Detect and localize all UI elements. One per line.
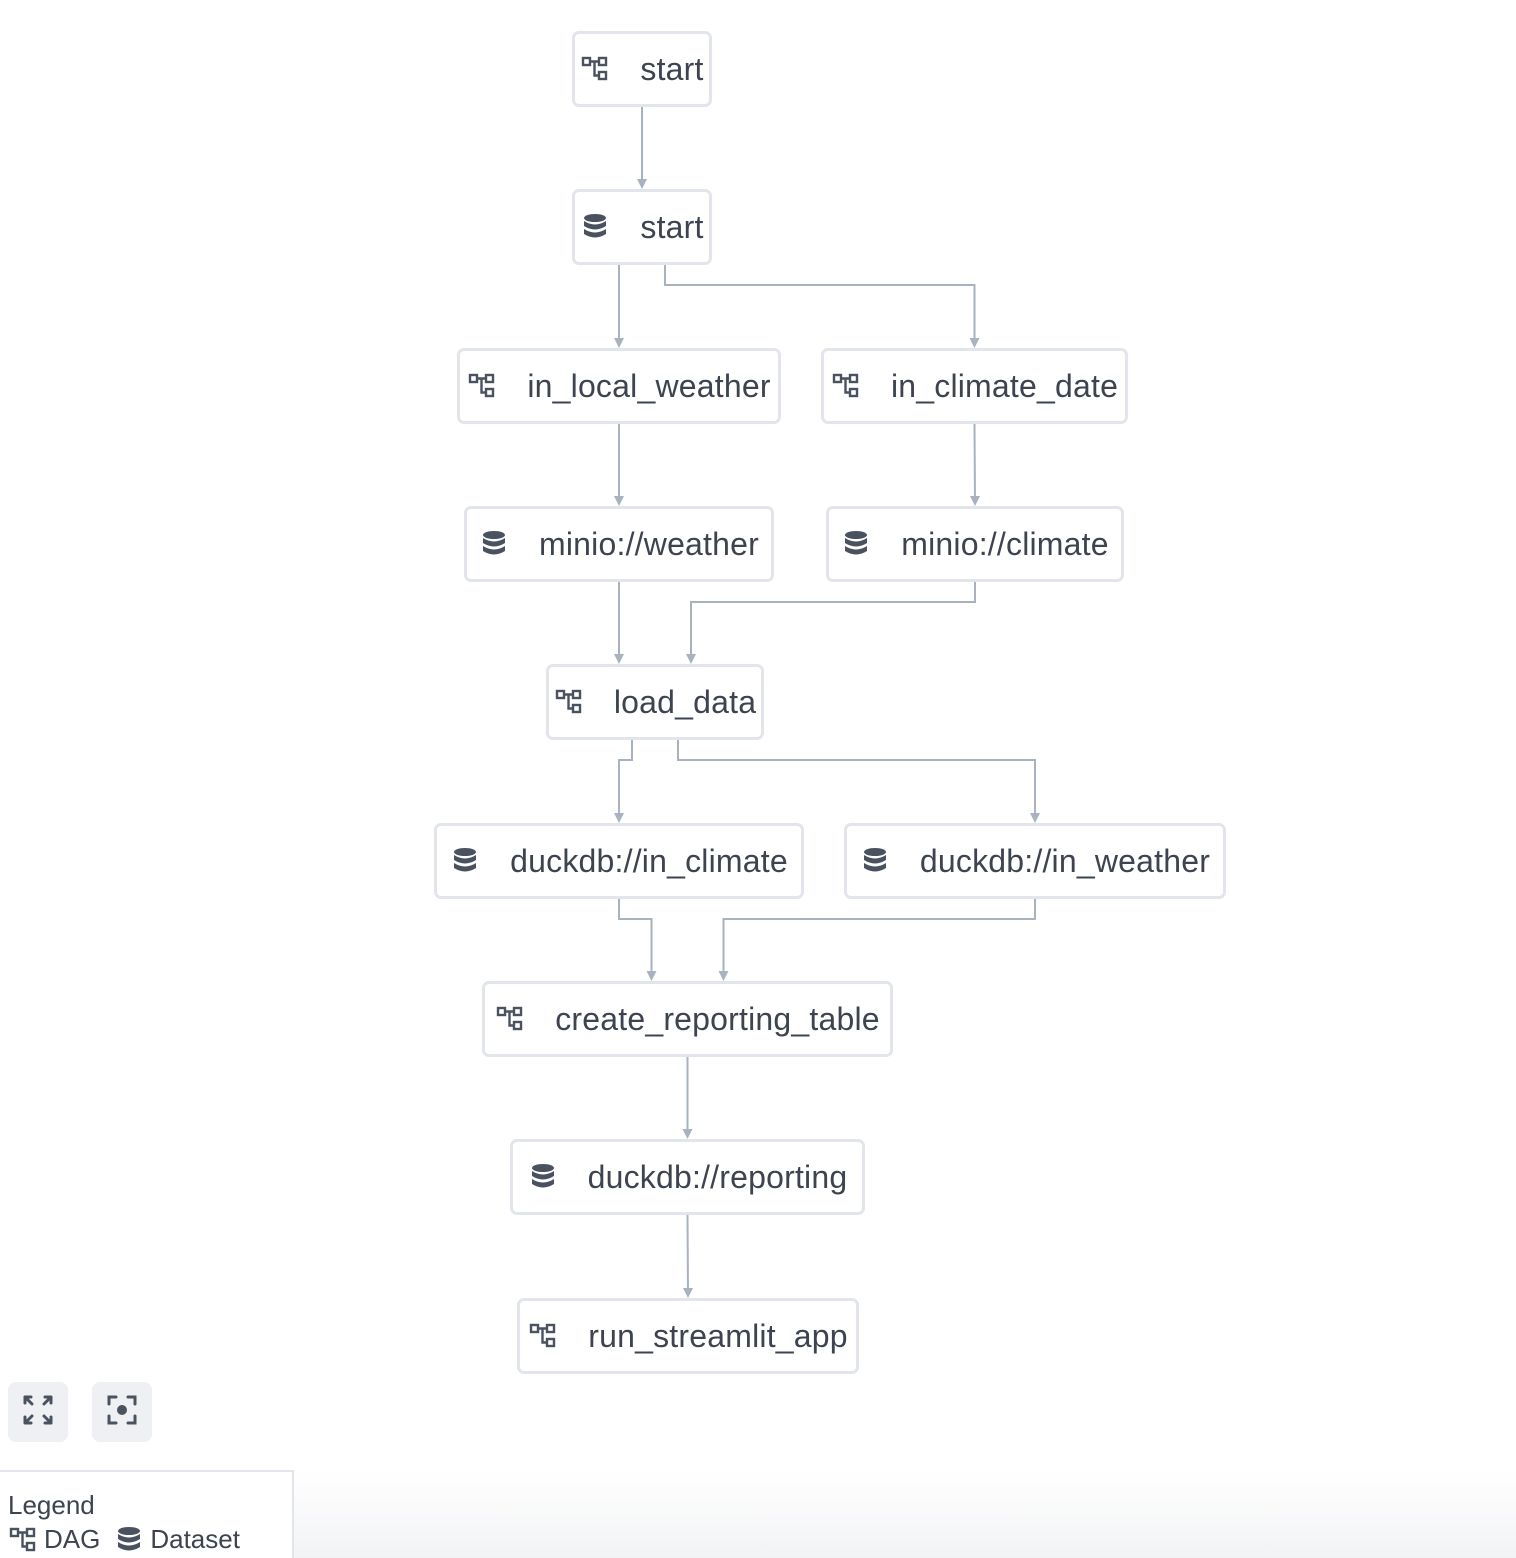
edge-start_dataset-to-in_climate_date <box>664 265 980 348</box>
node-label: start <box>640 50 704 87</box>
focus-button[interactable] <box>92 1382 152 1442</box>
legend-item-label: DAG <box>44 1524 101 1554</box>
edge-duckdb_in_weather-to-create_reporting_table <box>718 899 1036 981</box>
legend-item-label: Dataset <box>150 1524 240 1554</box>
node-duckdb-in-weather[interactable]: duckdb://in_weather <box>844 823 1226 899</box>
legend-item-dataset: Dataset <box>114 1524 240 1555</box>
node-minio-climate[interactable]: minio://climate <box>826 506 1124 582</box>
node-run-streamlit-app[interactable]: run_streamlit_app <box>517 1298 859 1374</box>
node-label: duckdb://in_weather <box>919 842 1211 879</box>
node-label: duckdb://in_climate <box>510 842 788 879</box>
dataset-icon <box>860 846 890 876</box>
node-create-reporting-table[interactable]: create_reporting_table <box>482 981 893 1057</box>
edge-in_climate_date-to-minio_climate <box>970 423 980 506</box>
node-label: start <box>640 208 704 245</box>
node-start-dag[interactable]: start <box>572 31 712 107</box>
edge-duckdb_in_climate-to-create_reporting_table <box>618 899 657 981</box>
node-duckdb-in-climate[interactable]: duckdb://in_climate <box>434 823 804 899</box>
dataset-icon <box>528 1162 558 1192</box>
dag-icon <box>8 1525 38 1555</box>
node-label: run_streamlit_app <box>588 1317 848 1354</box>
dag-icon <box>554 687 584 717</box>
node-in-climate-date[interactable]: in_climate_date <box>821 348 1128 424</box>
node-label: load_data <box>613 683 757 720</box>
node-load-data[interactable]: load_data <box>546 664 764 740</box>
node-start-dataset[interactable]: start <box>572 189 712 265</box>
legend-title: Legend <box>8 1490 95 1520</box>
focus-center-icon <box>105 1393 139 1432</box>
dag-icon <box>467 371 497 401</box>
legend-item-dag: DAG <box>8 1524 100 1555</box>
dag-icon <box>580 54 610 84</box>
dataset-icon <box>114 1525 144 1555</box>
expand-arrows-icon <box>21 1393 55 1432</box>
edge-load_data-to-duckdb_in_climate <box>614 740 633 823</box>
legend-panel: Legend DAG Dataset <box>0 1470 294 1558</box>
node-label: minio://climate <box>901 525 1109 562</box>
legend-items: DAG Dataset <box>8 1524 254 1555</box>
expand-button[interactable] <box>8 1382 68 1442</box>
dataset-icon <box>580 212 610 242</box>
node-label: duckdb://reporting <box>587 1158 848 1195</box>
node-label: in_climate_date <box>890 367 1119 404</box>
dag-icon <box>831 371 861 401</box>
node-duckdb-reporting[interactable]: duckdb://reporting <box>510 1139 865 1215</box>
node-minio-weather[interactable]: minio://weather <box>464 506 774 582</box>
node-label: minio://weather <box>539 525 759 562</box>
dag-icon <box>528 1321 558 1351</box>
dataset-icon <box>841 529 871 559</box>
edge-minio_climate-to-load_data <box>686 582 976 664</box>
node-label: create_reporting_table <box>555 1000 880 1037</box>
dataset-icon <box>479 529 509 559</box>
dataset-icon <box>450 846 480 876</box>
node-in-local-weather[interactable]: in_local_weather <box>457 348 781 424</box>
edge-duckdb_reporting-to-run_streamlit_app <box>683 1214 693 1298</box>
node-label: in_local_weather <box>527 367 771 404</box>
edge-load_data-to-duckdb_in_weather <box>677 740 1040 823</box>
dag-icon <box>495 1004 525 1034</box>
